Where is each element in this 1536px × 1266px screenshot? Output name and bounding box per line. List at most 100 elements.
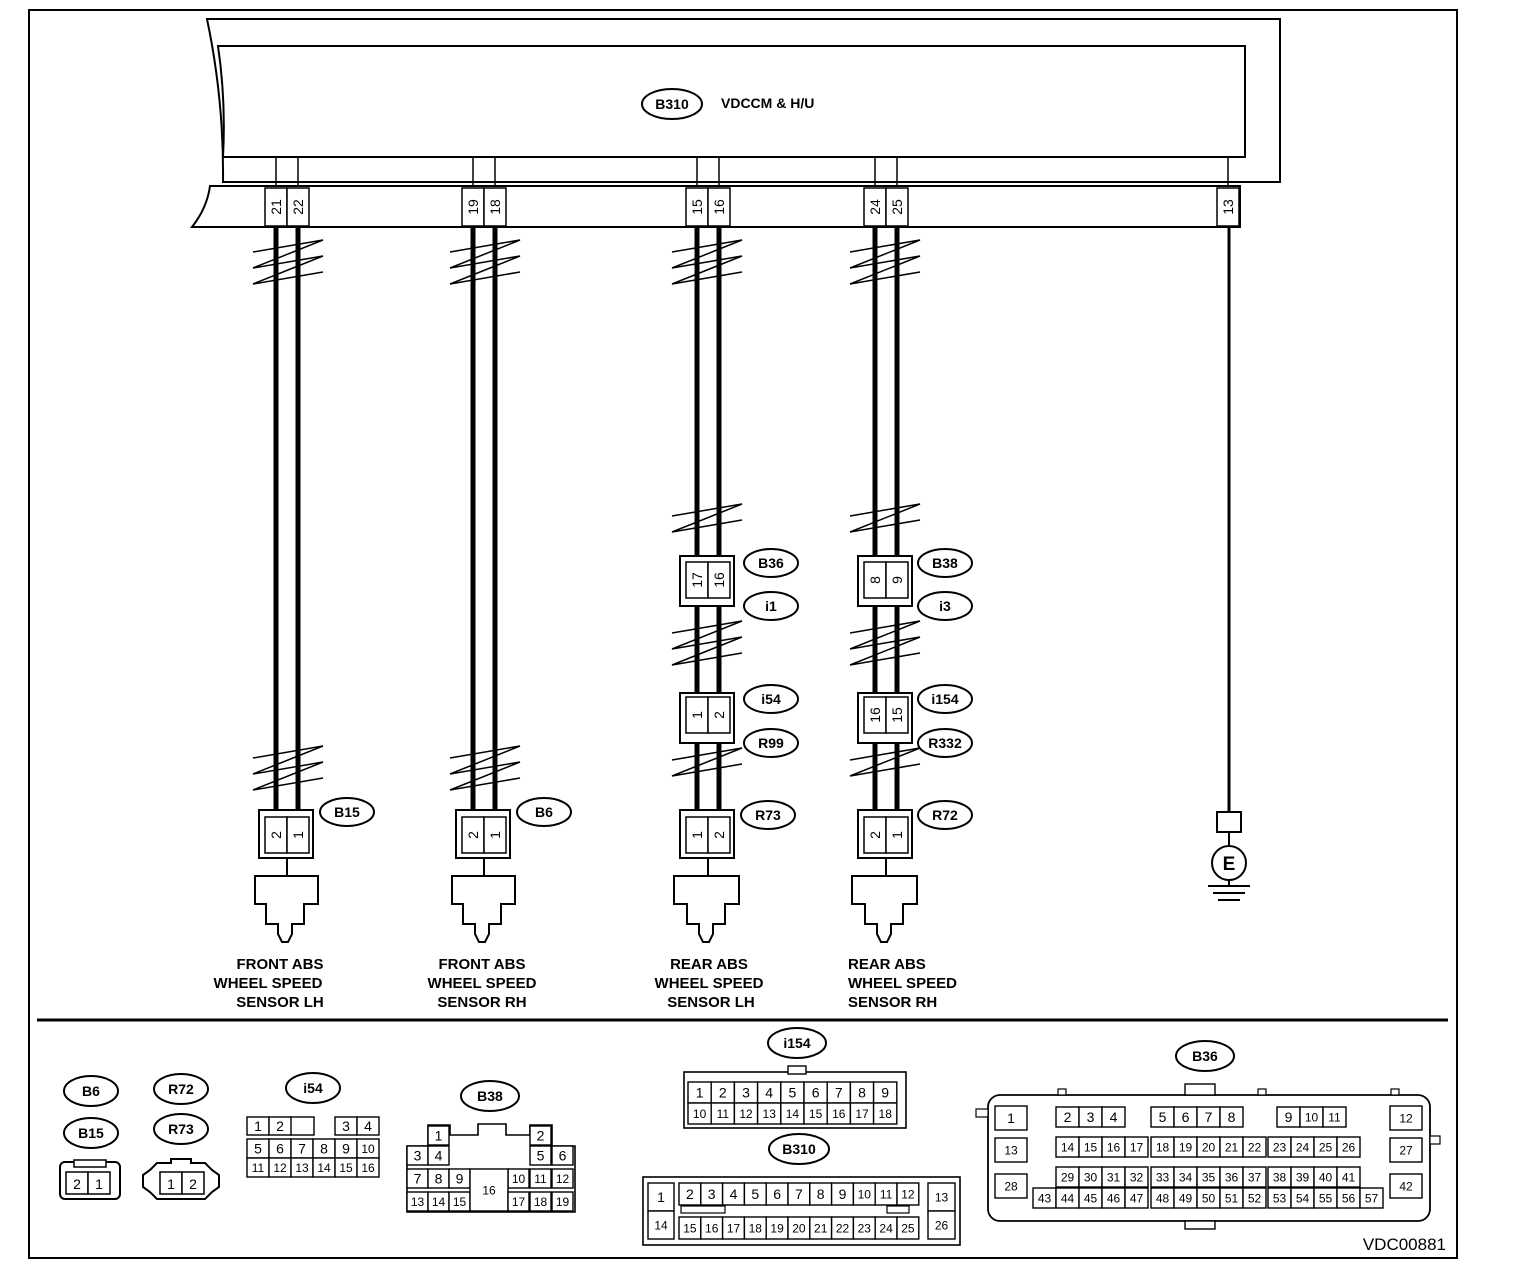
view-b6-pin-2: 2 — [73, 1176, 81, 1192]
i154-face-pin-3: 3 — [742, 1085, 750, 1101]
b36-face-pin-2: 2 — [1064, 1109, 1072, 1125]
b310-face-pin-14-cell — [647, 1210, 675, 1240]
b310-face-pin-13-cell — [927, 1182, 956, 1212]
b38-face-pin-11-cell — [529, 1168, 552, 1189]
rear-rh-label-1: REAR ABS — [848, 956, 926, 973]
module-pin-15: 15 — [689, 199, 705, 215]
b36-face-pin-4-cell — [1101, 1106, 1126, 1128]
rear-lh-label-2: WHEEL SPEED — [655, 975, 764, 992]
b38-face-pin-14: 14 — [432, 1195, 446, 1209]
i154-face-pin-5: 5 — [789, 1085, 797, 1101]
b36-face-pin-35: 35 — [1202, 1170, 1216, 1184]
b310-face-pin-8: 8 — [817, 1186, 825, 1202]
i54-pin-2: 2 — [711, 711, 727, 719]
circuit-rear-rh — [849, 227, 973, 943]
i54-face-pin-6: 6 — [276, 1141, 284, 1157]
i154-face-pin-14: 14 — [786, 1107, 800, 1121]
b36-lock-bottom — [1184, 1220, 1216, 1230]
b310-face-pin-1-cell — [647, 1182, 675, 1212]
i154-face-pin-9: 9 — [881, 1085, 889, 1101]
b38-face-pin-18: 18 — [534, 1195, 548, 1209]
i54-face-pin-11: 11 — [252, 1161, 265, 1175]
view-r72-id: R72 — [168, 1081, 194, 1097]
b15-pin-2: 2 — [268, 831, 284, 839]
view-i154-bubble — [767, 1027, 827, 1059]
b310-face-pin-5: 5 — [751, 1186, 759, 1202]
r332-id: R332 — [928, 735, 962, 751]
b38-face-pin-5: 5 — [537, 1148, 545, 1164]
module-pin-13: 13 — [1220, 199, 1236, 215]
b310-face-pin-25-cell — [896, 1216, 920, 1240]
view-b38-id: B38 — [477, 1088, 503, 1104]
view-r72-r73 — [142, 1073, 220, 1200]
b38-face-pin-2: 2 — [537, 1128, 545, 1144]
r73-pin-2: 2 — [711, 831, 727, 839]
b38-face-pin-13: 13 — [411, 1195, 425, 1209]
i154-face-pin-16: 16 — [832, 1107, 846, 1121]
b36-face-pin-54: 54 — [1296, 1191, 1310, 1205]
b38-face-pin-5-cell — [529, 1145, 552, 1166]
b38-face-pin-19: 19 — [556, 1195, 570, 1209]
b36-face-pin-41-cell — [1336, 1166, 1361, 1188]
module-pin-21: 21 — [268, 199, 284, 215]
b310-face-pin-19: 19 — [770, 1221, 784, 1235]
b36-face-pin-42: 42 — [1399, 1179, 1413, 1193]
i1-id: i1 — [765, 598, 777, 614]
b36-face-pin-50: 50 — [1202, 1191, 1216, 1205]
b36-face-pin-32-cell — [1124, 1166, 1149, 1188]
b38-pin-8: 8 — [867, 576, 883, 584]
b310-face-pin-2: 2 — [686, 1186, 694, 1202]
i54-pin-1: 1 — [689, 711, 705, 719]
b310-face-pin-10: 10 — [858, 1187, 872, 1201]
b36-face-pin-15: 15 — [1084, 1140, 1098, 1154]
b36-face-pin-42-cell — [1389, 1173, 1423, 1199]
b36-face-pin-40: 40 — [1319, 1170, 1333, 1184]
view-b6-id: B6 — [82, 1083, 100, 1099]
b38-face-pin-6-cell — [551, 1145, 574, 1166]
rear-rh-label-3: SENSOR RH — [848, 994, 937, 1011]
i54-id: i54 — [761, 691, 781, 707]
b36-face-pin-26: 26 — [1342, 1140, 1356, 1154]
b36-face-pin-27: 27 — [1399, 1143, 1413, 1157]
b36-rib-2 — [1390, 1088, 1400, 1096]
b36-face-pin-47: 47 — [1130, 1191, 1144, 1205]
b36-face-pin-46: 46 — [1107, 1191, 1121, 1205]
b36-face-pin-26-cell — [1336, 1136, 1361, 1158]
b310-face-pin-25: 25 — [901, 1221, 915, 1235]
b38-face-pin-4-cell — [427, 1145, 450, 1166]
b310-face-pin-22: 22 — [836, 1221, 850, 1235]
i154-face-pin-1: 1 — [696, 1085, 704, 1101]
front-rh-label-2: WHEEL SPEED — [428, 975, 537, 992]
b36-face-pin-13-cell — [994, 1137, 1028, 1163]
b38-face-pin-15: 15 — [453, 1195, 467, 1209]
i154-face-pin-7: 7 — [835, 1085, 843, 1101]
b36-face-pin-7: 7 — [1205, 1109, 1213, 1125]
module-pin-25: 25 — [889, 199, 905, 215]
view-b36-bubble — [1175, 1040, 1235, 1072]
b36-face-pin-22: 22 — [1248, 1140, 1262, 1154]
b36-face-pin-36: 36 — [1225, 1170, 1239, 1184]
i154-face-pin-18: 18 — [879, 1107, 893, 1121]
i154-pin-15: 15 — [889, 707, 905, 723]
b36-face-pin-29: 29 — [1061, 1170, 1075, 1184]
r72-id: R72 — [932, 807, 958, 823]
b36-face-pin-1: 1 — [1007, 1110, 1015, 1126]
b36-face-pin-53: 53 — [1273, 1191, 1287, 1205]
b310-face-pin-11: 11 — [880, 1187, 893, 1201]
i54-face-pin-8: 8 — [320, 1141, 328, 1157]
b310-face-pin-12-cell — [896, 1182, 920, 1206]
front-lh-label-2: WHEEL SPEED — [214, 975, 323, 992]
b38-face-pin-6: 6 — [559, 1148, 567, 1164]
b36-face-pin-30: 30 — [1084, 1170, 1098, 1184]
r99-id: R99 — [758, 735, 784, 751]
b38-face-pin-2-cell — [529, 1125, 552, 1146]
b36-face-pin-37-cell — [1242, 1166, 1267, 1188]
b36-tab-right — [1429, 1135, 1441, 1145]
module-pin-19: 19 — [465, 199, 481, 215]
view-b6-pin-1: 1 — [95, 1176, 103, 1192]
b310-face-pin-21: 21 — [814, 1221, 828, 1235]
i54-face-pin-2: 2 — [276, 1118, 284, 1134]
